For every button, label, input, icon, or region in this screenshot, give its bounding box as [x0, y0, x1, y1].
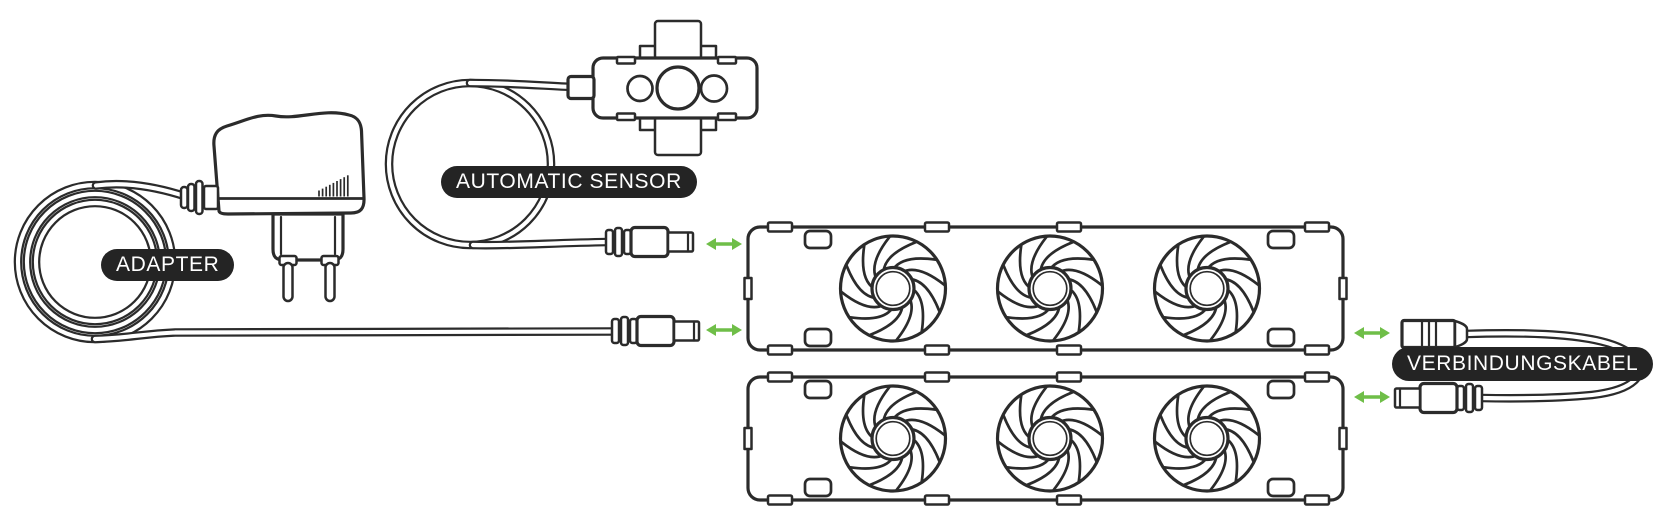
fan-illustration — [838, 384, 948, 493]
connection-arrow-icon — [706, 238, 742, 250]
connection-arrow-icon — [1354, 391, 1390, 403]
fan-illustration — [838, 234, 948, 343]
connection-cable-plugs — [1393, 318, 1484, 415]
fan-illustration — [1152, 234, 1262, 343]
dc-plug-icon — [610, 314, 701, 348]
adapter-cable — [90, 179, 618, 344]
connection-cable-label: VERBINDUNGSKABEL — [1392, 347, 1654, 381]
connection-arrows — [706, 238, 1390, 403]
dc-plug-sensor — [604, 225, 695, 259]
sensor-cable-coil — [384, 78, 556, 250]
sensor-cable — [465, 78, 613, 250]
fan-unit-top — [743, 221, 1348, 356]
dc-plug-icon — [1393, 381, 1484, 415]
fan-illustration — [995, 384, 1105, 493]
power-adapter — [179, 111, 366, 303]
fan-unit-bottom — [743, 371, 1348, 506]
automatic-sensor — [566, 19, 759, 157]
connection-arrow-icon — [706, 324, 742, 336]
dc-plug-adapter — [610, 314, 701, 348]
fan-illustration — [1152, 384, 1262, 493]
adapter-label: ADAPTER — [101, 249, 235, 281]
dc-jack-icon — [1400, 318, 1469, 350]
dc-plug-icon — [604, 225, 695, 259]
automatic-sensor-label: AUTOMATIC SENSOR — [441, 166, 697, 198]
fan-illustration — [995, 234, 1105, 343]
connection-arrow-icon — [1354, 327, 1390, 339]
